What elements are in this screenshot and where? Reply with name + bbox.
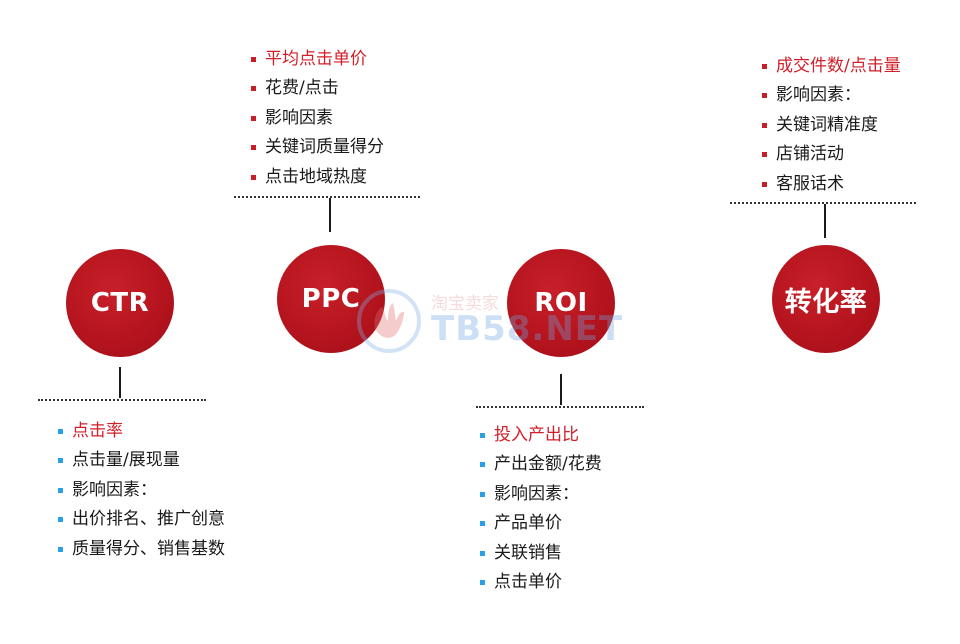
- list-item: 点击率: [58, 417, 225, 446]
- list-item: 影响因素: [251, 104, 384, 133]
- ctr-label: CTR: [90, 288, 150, 318]
- ppc-connector: [329, 198, 331, 232]
- bullet-icon: [251, 86, 256, 92]
- watermark-text-top: 淘宝卖家: [431, 294, 499, 314]
- roi-node: ROI: [507, 249, 615, 357]
- ctr-connector: [119, 367, 121, 398]
- bullet-icon: [762, 181, 767, 187]
- ppc-label: PPC: [301, 284, 361, 314]
- bullet-icon: [480, 579, 485, 585]
- bullet-icon: [251, 174, 256, 180]
- bullet-icon: [58, 517, 63, 523]
- list-item: 关联销售: [480, 539, 602, 568]
- list-item: 关键词质量得分: [251, 133, 384, 162]
- list-item: 质量得分、销售基数: [58, 535, 225, 564]
- bullet-icon: [762, 64, 767, 69]
- bullet-icon: [58, 458, 63, 464]
- list-item: 客服话术: [762, 170, 901, 199]
- roi-connector: [560, 374, 562, 405]
- bullet-icon: [251, 145, 256, 151]
- bullet-icon: [251, 57, 256, 62]
- bullet-icon: [480, 433, 485, 438]
- ctr-detail-list: 点击率 点击量/展现量 影响因素： 出价排名、推广创意 质量得分、销售基数: [58, 417, 225, 564]
- conversion-node: 转化率: [772, 245, 880, 353]
- conversion-divider: [730, 202, 916, 204]
- ctr-divider: [38, 399, 206, 401]
- list-item: 花费/点击: [251, 74, 384, 103]
- list-item: 点击量/展现量: [58, 446, 225, 475]
- list-item: 平均点击单价: [251, 45, 384, 74]
- ppc-detail-list: 平均点击单价 花费/点击 影响因素 关键词质量得分 点击地域热度: [251, 45, 384, 192]
- list-item: 产品单价: [480, 509, 602, 538]
- conversion-detail-list: 成交件数/点击量 影响因素： 关键词精准度 店铺活动 客服话术: [762, 52, 901, 199]
- bullet-icon: [762, 122, 767, 128]
- ppc-node: PPC: [277, 245, 385, 353]
- ppc-divider: [234, 196, 420, 198]
- list-item: 产出金额/花费: [480, 450, 602, 479]
- list-item: 出价排名、推广创意: [58, 505, 225, 534]
- watermark: 淘宝卖家 TB58.NET: [355, 285, 622, 355]
- watermark-text-main: TB58.NET: [431, 309, 624, 349]
- bullet-icon: [480, 550, 485, 556]
- bullet-icon: [480, 521, 485, 527]
- conversion-label: 转化率: [784, 286, 868, 318]
- roi-divider: [476, 406, 644, 408]
- roi-label: ROI: [534, 288, 588, 318]
- bullet-icon: [58, 487, 63, 493]
- bullet-icon: [58, 546, 63, 552]
- ctr-node: CTR: [66, 249, 174, 357]
- list-item: 点击单价: [480, 568, 602, 597]
- list-item: 关键词精准度: [762, 111, 901, 140]
- list-item: 成交件数/点击量: [762, 52, 901, 81]
- hand-logo-icon: [357, 289, 421, 353]
- bullet-icon: [762, 93, 767, 99]
- bullet-icon: [480, 462, 485, 468]
- list-item: 店铺活动: [762, 140, 901, 169]
- list-item: 影响因素：: [58, 476, 225, 505]
- bullet-icon: [480, 491, 485, 497]
- roi-detail-list: 投入产出比 产出金额/花费 影响因素： 产品单价 关联销售 点击单价: [480, 421, 602, 597]
- bullet-icon: [58, 429, 63, 434]
- list-item: 投入产出比: [480, 421, 602, 450]
- list-item: 影响因素：: [480, 480, 602, 509]
- bullet-icon: [251, 115, 256, 121]
- list-item: 影响因素：: [762, 81, 901, 110]
- bullet-icon: [762, 152, 767, 158]
- conversion-connector: [824, 204, 826, 238]
- list-item: 点击地域热度: [251, 163, 384, 192]
